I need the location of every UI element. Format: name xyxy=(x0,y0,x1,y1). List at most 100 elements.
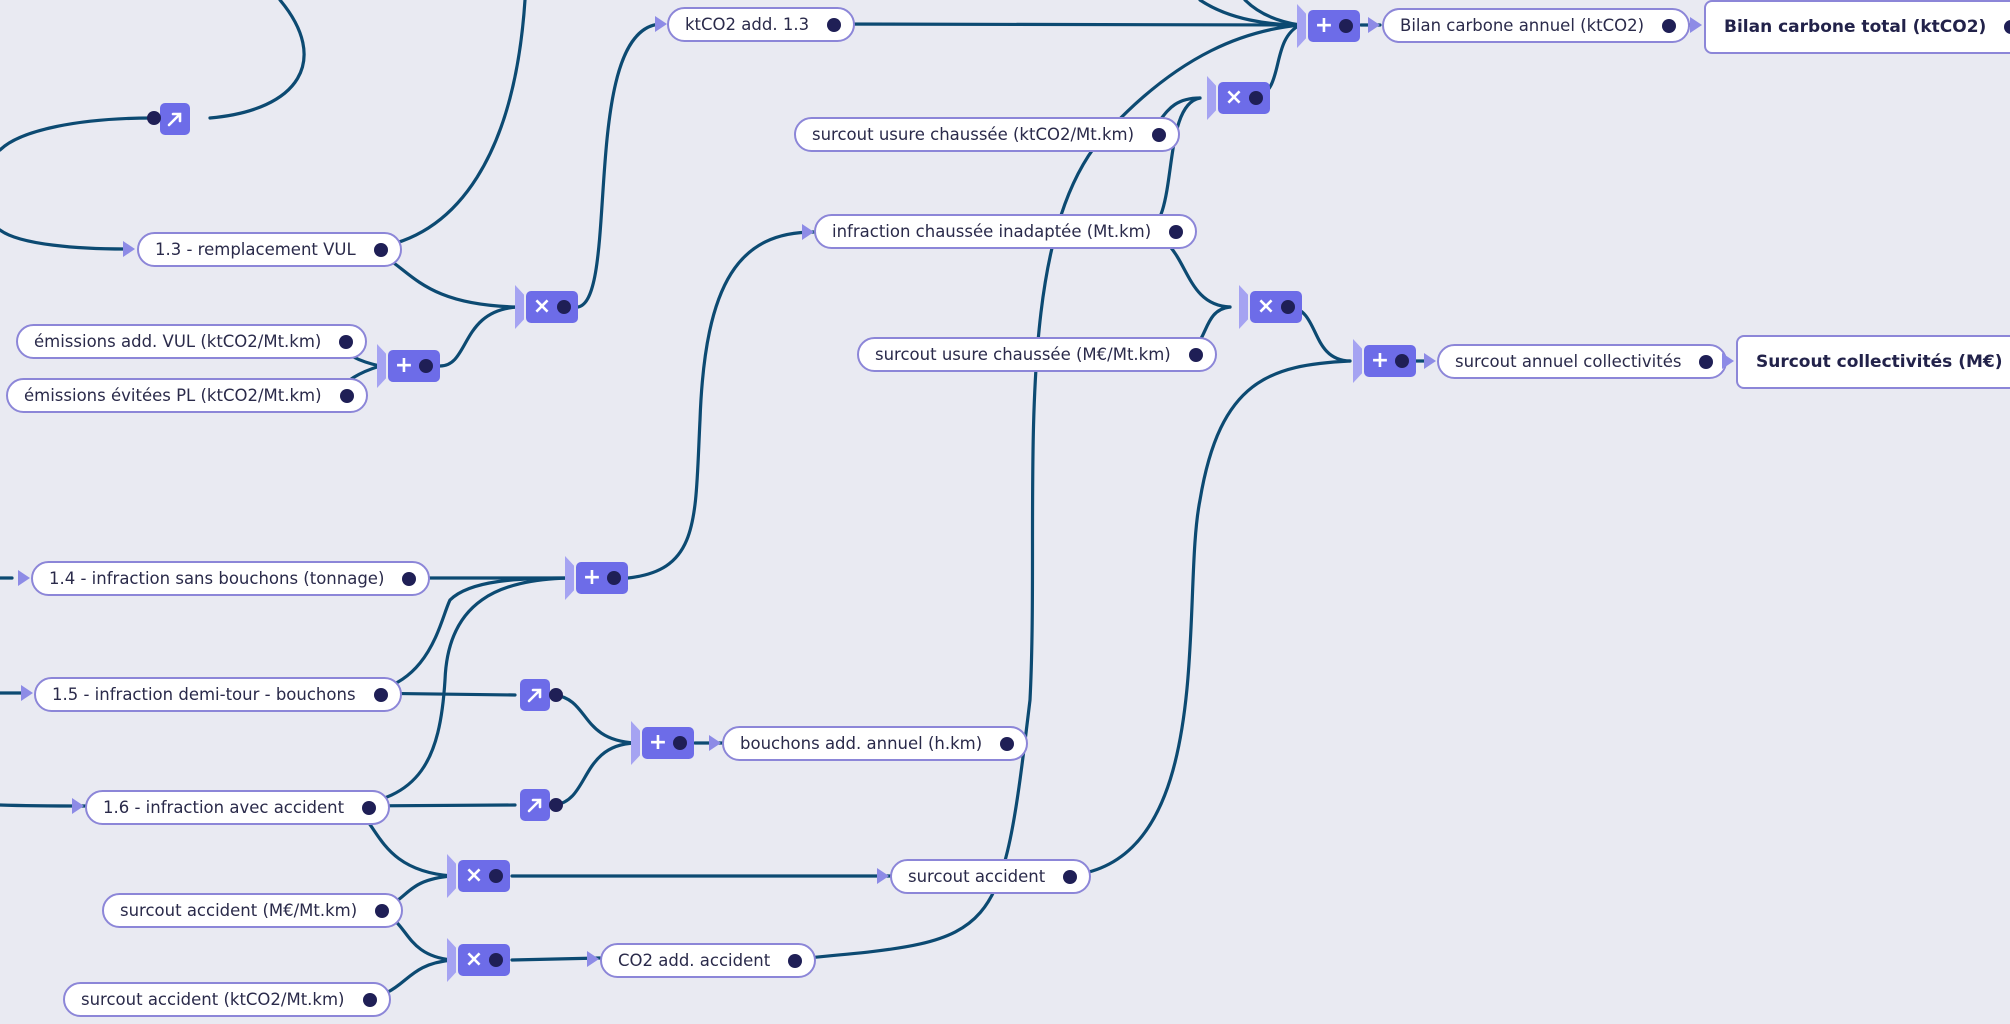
trend-operator-demi-tour[interactable] xyxy=(520,679,550,711)
node-label: surcout accident (ktCO2/Mt.km) xyxy=(81,990,345,1009)
operator-port[interactable] xyxy=(489,953,503,967)
operator-port[interactable] xyxy=(1395,354,1409,368)
operator-port[interactable] xyxy=(1249,91,1263,105)
input-port-arrow xyxy=(1690,17,1702,33)
port-dot[interactable] xyxy=(549,798,563,812)
node-label: surcout usure chaussée (M€/Mt.km) xyxy=(875,345,1171,364)
node-port[interactable] xyxy=(1000,736,1015,751)
node-remplacement-vul[interactable]: 1.3 - remplacement VUL xyxy=(137,232,402,267)
multiply-icon: × xyxy=(464,947,484,972)
multiply-icon: × xyxy=(464,863,484,888)
node-label: surcout accident xyxy=(908,867,1046,886)
node-port[interactable] xyxy=(1169,224,1184,239)
multiply-icon: × xyxy=(1224,85,1244,110)
add-operator-bilan[interactable]: + xyxy=(1297,4,1360,48)
node-port[interactable] xyxy=(1699,354,1714,369)
edge xyxy=(1060,359,1352,878)
node-surcout-usure-ktco2[interactable]: surcout usure chaussée (ktCO2/Mt.km) xyxy=(794,117,1181,152)
operator-port[interactable] xyxy=(1339,19,1353,33)
node-label: CO2 add. accident xyxy=(618,951,771,970)
multiply-operator-usure[interactable]: × xyxy=(1207,76,1270,120)
add-operator-collectivites[interactable]: + xyxy=(1353,339,1416,383)
node-port[interactable] xyxy=(402,571,417,586)
node-port[interactable] xyxy=(375,903,390,918)
operator-tab xyxy=(1353,339,1362,383)
node-surcout-annuel-collectivites[interactable]: surcout annuel collectivités xyxy=(1437,344,1728,379)
node-port[interactable] xyxy=(1662,18,1677,33)
node-surcout-collectivites[interactable]: Surcout collectivités (M€) xyxy=(1736,335,2010,389)
edge xyxy=(576,22,662,309)
node-infraction-accident[interactable]: 1.6 - infraction avec accident xyxy=(85,790,391,825)
node-port[interactable] xyxy=(2004,20,2010,34)
add-icon: + xyxy=(1370,348,1390,373)
operator-port[interactable] xyxy=(1281,300,1295,314)
input-port-arrow xyxy=(1722,353,1734,369)
multiply-operator-accident-ktco2[interactable]: × xyxy=(447,938,510,982)
input-port-arrow xyxy=(18,570,30,586)
input-port-arrow xyxy=(72,798,84,814)
node-port[interactable] xyxy=(827,17,842,32)
operator-tab xyxy=(1297,4,1306,48)
input-port-arrow xyxy=(655,16,667,32)
node-co2-add-accident[interactable]: CO2 add. accident xyxy=(600,943,817,978)
node-port[interactable] xyxy=(1152,127,1167,142)
input-port-arrow xyxy=(587,951,599,967)
operator-port[interactable] xyxy=(557,300,571,314)
edge xyxy=(438,305,520,368)
node-surcout-accident-meur[interactable]: surcout accident (M€/Mt.km) xyxy=(102,893,404,928)
node-ktco2-add-13[interactable]: ktCO2 add. 1.3 xyxy=(667,7,856,42)
node-infraction-chaussee[interactable]: infraction chaussée inadaptée (Mt.km) xyxy=(814,214,1198,249)
multiply-operator-accident-meur[interactable]: × xyxy=(447,854,510,898)
node-label: 1.6 - infraction avec accident xyxy=(103,798,345,817)
edge xyxy=(510,956,602,962)
operator-tab xyxy=(1207,76,1216,120)
input-port-arrow xyxy=(1424,353,1436,369)
add-icon: + xyxy=(648,730,668,755)
port-dot[interactable] xyxy=(549,688,563,702)
operator-tab xyxy=(447,854,456,898)
edge xyxy=(783,23,1302,962)
node-bilan-carbone-annuel[interactable]: Bilan carbone annuel (ktCO2) xyxy=(1382,8,1691,43)
node-port[interactable] xyxy=(373,242,388,257)
multiply-icon: × xyxy=(532,294,552,319)
add-operator-infractions[interactable]: + xyxy=(565,556,628,600)
node-surcout-usure-meur[interactable]: surcout usure chaussée (M€/Mt.km) xyxy=(857,337,1217,372)
node-label: bouchons add. annuel (h.km) xyxy=(740,734,983,753)
node-label: surcout accident (M€/Mt.km) xyxy=(120,901,358,920)
add-operator-bouchons[interactable]: + xyxy=(631,721,694,765)
node-port[interactable] xyxy=(339,334,354,349)
operator-port[interactable] xyxy=(673,736,687,750)
operator-port[interactable] xyxy=(419,359,433,373)
multiply-operator-vul[interactable]: × xyxy=(515,285,578,329)
node-surcout-accident-ktco2[interactable]: surcout accident (ktCO2/Mt.km) xyxy=(63,982,391,1017)
node-label: émissions add. VUL (ktCO2/Mt.km) xyxy=(34,332,322,351)
node-bilan-carbone-total[interactable]: Bilan carbone total (ktCO2) xyxy=(1704,0,2010,54)
node-port[interactable] xyxy=(362,800,377,815)
node-port[interactable] xyxy=(1188,347,1203,362)
node-port[interactable] xyxy=(362,992,377,1007)
node-port[interactable] xyxy=(373,687,388,702)
node-infraction-demi-tour[interactable]: 1.5 - infraction demi-tour - bouchons xyxy=(34,677,402,712)
node-port[interactable] xyxy=(788,953,803,968)
node-emissions-evitees-pl[interactable]: émissions évitées PL (ktCO2/Mt.km) xyxy=(6,378,368,413)
trend-operator-accident[interactable] xyxy=(520,789,550,821)
node-infraction-sans-bouchons[interactable]: 1.4 - infraction sans bouchons (tonnage) xyxy=(31,561,431,596)
operator-tab xyxy=(565,556,574,600)
multiply-operator-infraction[interactable]: × xyxy=(1239,285,1302,329)
node-port[interactable] xyxy=(1063,869,1078,884)
edge xyxy=(343,576,570,808)
node-surcout-accident[interactable]: surcout accident xyxy=(890,859,1092,894)
operator-port[interactable] xyxy=(607,571,621,585)
trend-operator-top[interactable] xyxy=(160,103,190,135)
node-port[interactable] xyxy=(339,388,354,403)
port-dot[interactable] xyxy=(147,111,161,125)
node-label: Surcout collectivités (M€) xyxy=(1756,352,2003,372)
add-operator-emissions[interactable]: + xyxy=(377,344,440,388)
node-label: émissions évitées PL (ktCO2/Mt.km) xyxy=(24,386,322,405)
node-emissions-add-vul[interactable]: émissions add. VUL (ktCO2/Mt.km) xyxy=(16,324,368,359)
operator-tab xyxy=(447,938,456,982)
operator-port[interactable] xyxy=(489,869,503,883)
node-bouchons-add-annuel[interactable]: bouchons add. annuel (h.km) xyxy=(722,726,1029,761)
add-icon: + xyxy=(394,353,414,378)
node-label: infraction chaussée inadaptée (Mt.km) xyxy=(832,222,1152,241)
